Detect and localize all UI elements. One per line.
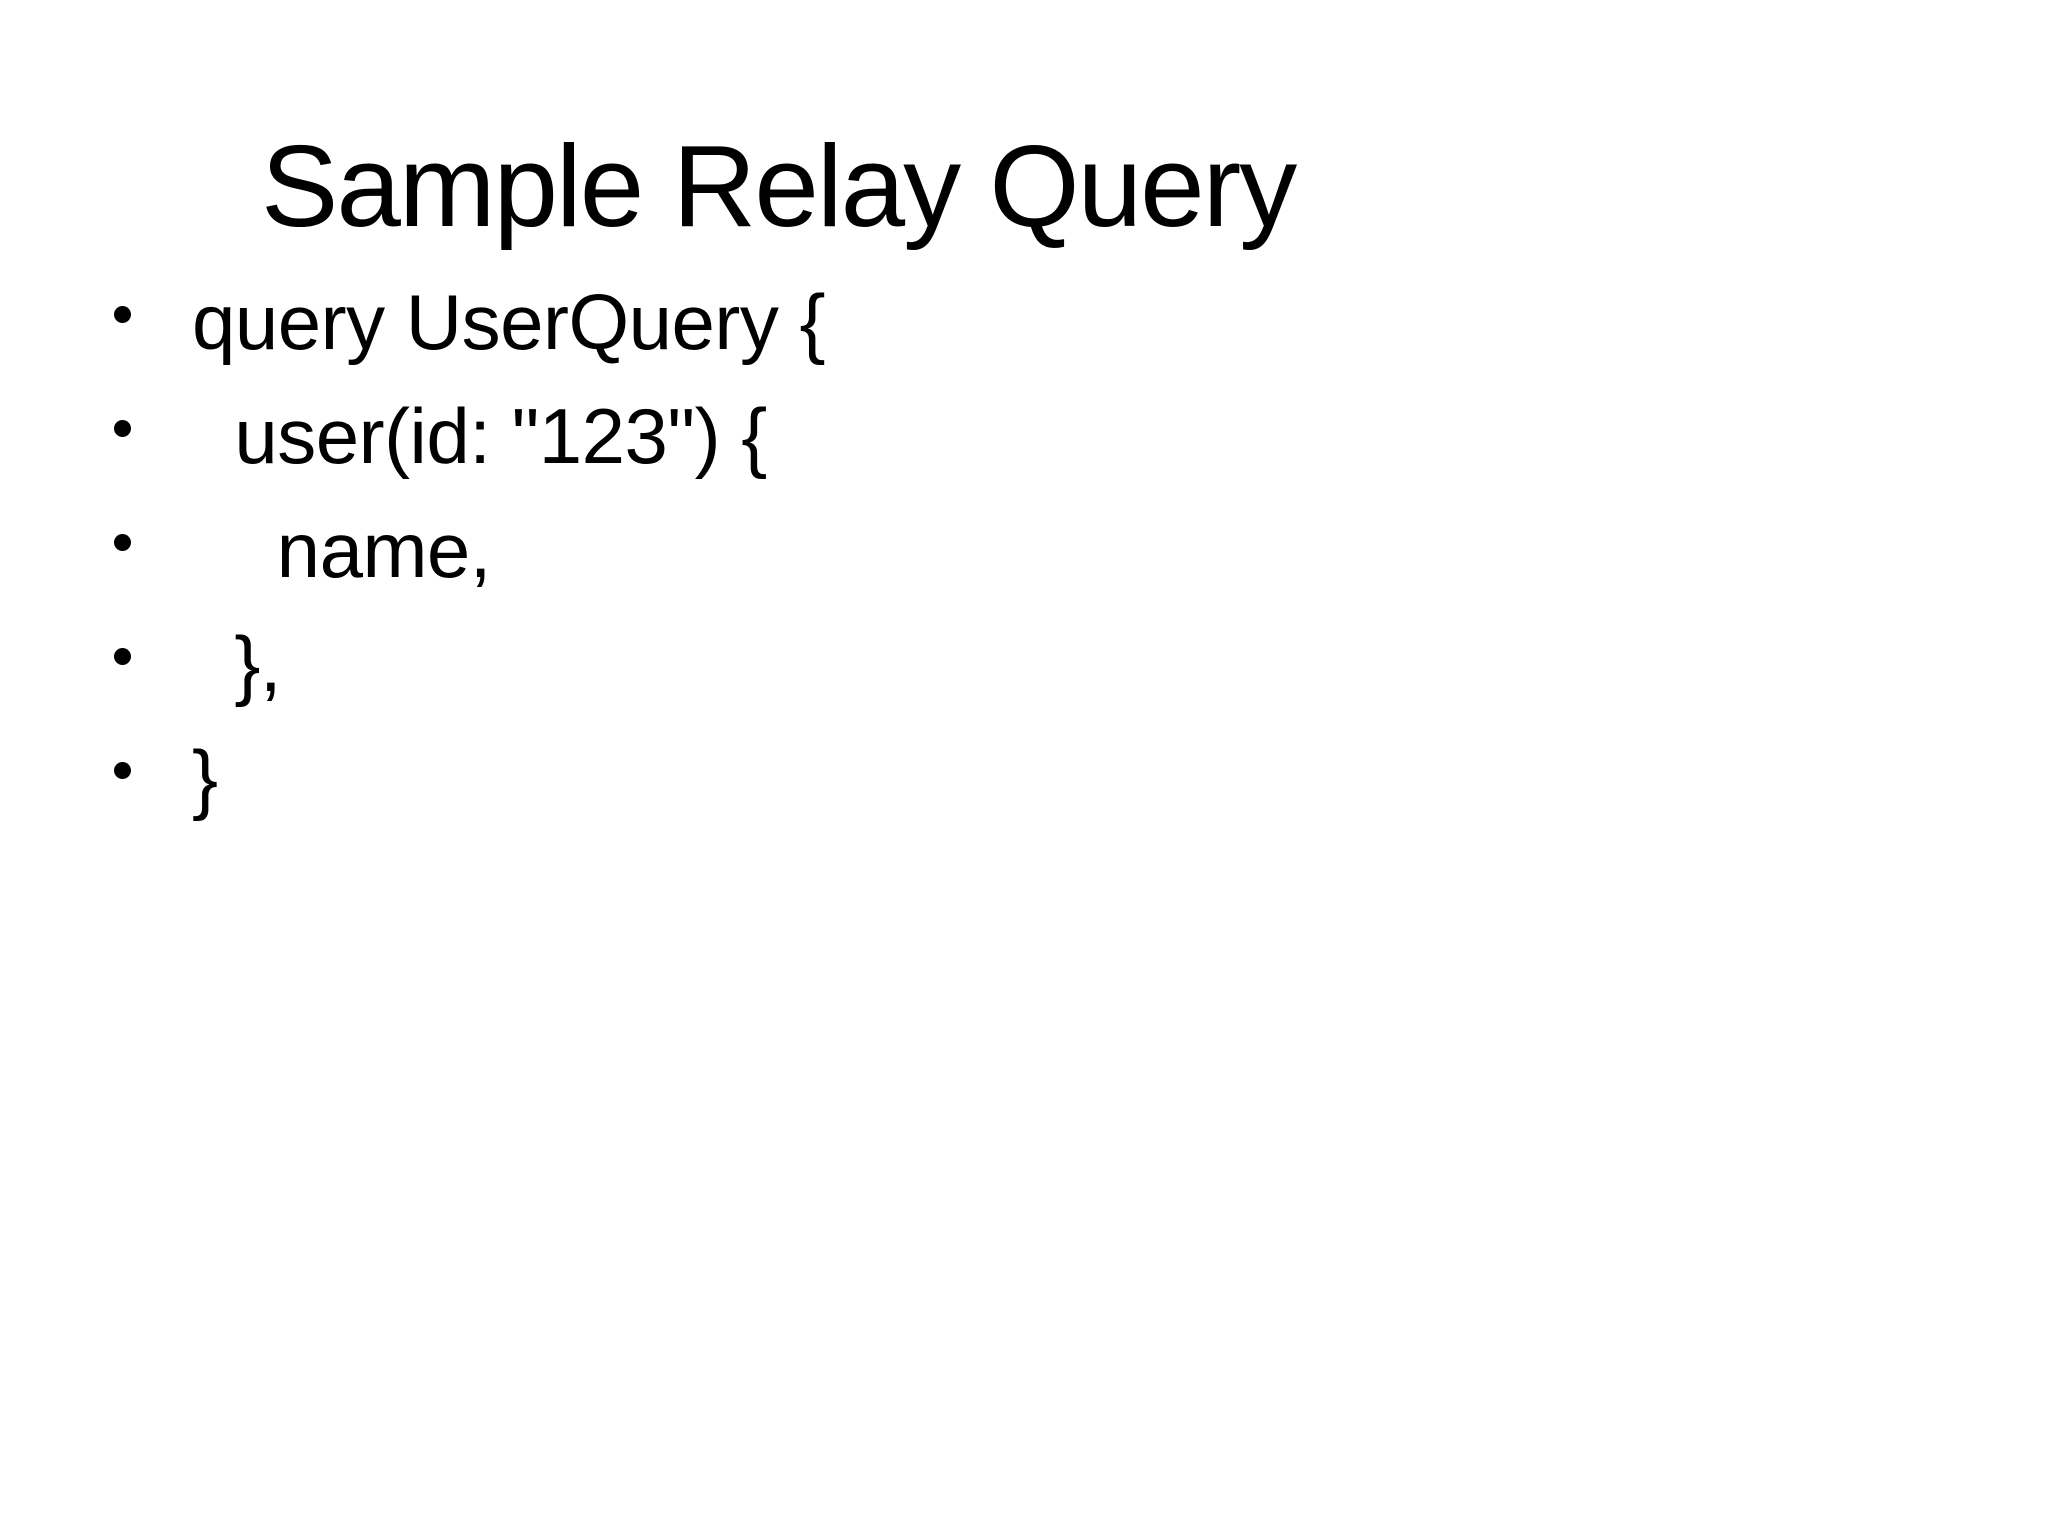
bullet-dot-icon xyxy=(114,419,131,437)
code-line: } xyxy=(192,734,218,822)
list-item: user(id: "123") { xyxy=(0,379,2048,493)
code-line: name, xyxy=(192,506,492,594)
page-title: Sample Relay Query xyxy=(261,120,1297,251)
bullet-dot-icon xyxy=(114,761,131,779)
list-item: } xyxy=(0,721,2048,835)
bullet-dot-icon xyxy=(114,305,131,323)
code-line: user(id: "123") { xyxy=(192,392,767,480)
bullet-dot-icon xyxy=(114,647,131,665)
list-item: }, xyxy=(0,607,2048,721)
code-line: }, xyxy=(192,620,282,708)
list-item: query UserQuery { xyxy=(0,265,2048,379)
code-line: query UserQuery { xyxy=(192,278,826,366)
bullet-list: query UserQuery { user(id: "123") { name… xyxy=(0,265,2048,835)
list-item: name, xyxy=(0,493,2048,607)
bullet-dot-icon xyxy=(114,533,131,551)
